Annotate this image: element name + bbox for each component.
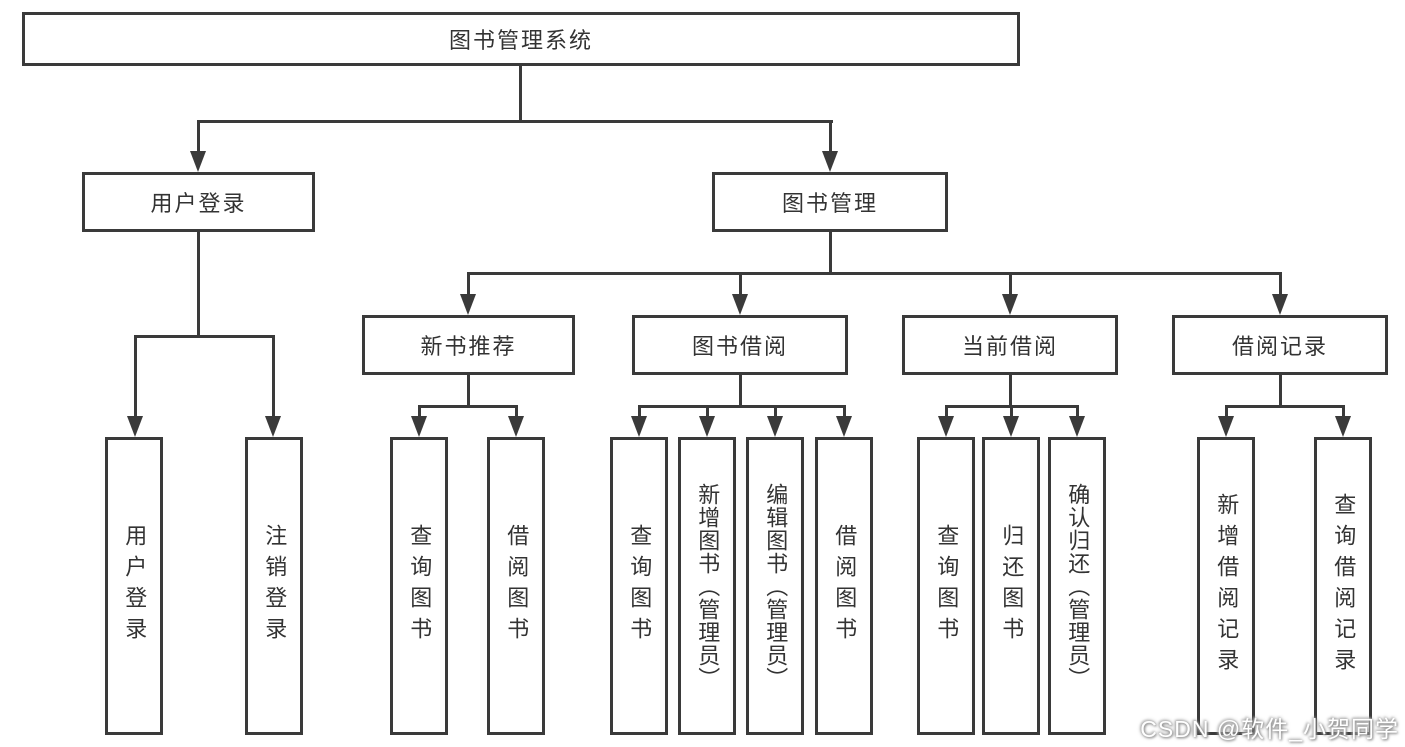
connector-line <box>134 335 275 338</box>
connector-line <box>638 405 846 408</box>
node-label: 借阅记录 <box>1231 334 1328 359</box>
connector-line <box>829 232 832 272</box>
connector-line <box>197 120 200 156</box>
connector-line <box>418 405 421 419</box>
leaf-query-books-1: 查询图书 <box>390 437 448 735</box>
arrow-down-icon <box>1002 294 1018 315</box>
arrow-down-icon <box>190 151 206 172</box>
connector-line <box>467 272 470 298</box>
arrow-down-icon <box>767 416 783 437</box>
connector-line <box>1225 405 1345 408</box>
leaf-edit-book-admin: 编辑图书（管理员） <box>746 437 804 735</box>
connector-line <box>1076 405 1079 419</box>
connector-line <box>418 405 518 408</box>
connector-line <box>272 335 275 419</box>
node-label: 当前借阅 <box>961 334 1058 359</box>
arrow-down-icon <box>460 294 476 315</box>
node-user-login: 用户登录 <box>82 172 315 232</box>
connector-line <box>197 232 200 335</box>
node-borrow-records: 借阅记录 <box>1172 315 1388 375</box>
connector-line <box>1009 375 1012 405</box>
leaf-confirm-return-admin: 确认归还（管理员） <box>1048 437 1106 735</box>
leaf-borrow-books-1: 借阅图书 <box>487 437 545 735</box>
connector-line <box>706 405 709 419</box>
leaf-query-books-2: 查询图书 <box>610 437 668 735</box>
leaf-borrow-books-2: 借阅图书 <box>815 437 873 735</box>
leaf-label: 确认归还（管理员） <box>1065 482 1091 690</box>
arrow-down-icon <box>631 416 647 437</box>
connector-line <box>638 405 641 419</box>
connector-line <box>467 375 470 405</box>
arrow-down-icon <box>508 416 524 437</box>
leaf-label: 借阅图书 <box>832 524 858 648</box>
leaf-user-login: 用户登录 <box>105 437 163 735</box>
leaf-query-books-3: 查询图书 <box>917 437 975 735</box>
leaf-label: 查询图书 <box>627 524 653 648</box>
connector-line <box>945 405 948 419</box>
leaf-label: 注销登录 <box>262 524 288 648</box>
leaf-logout: 注销登录 <box>245 437 303 735</box>
node-root-library-system: 图书管理系统 <box>22 12 1020 66</box>
leaf-label: 编辑图书（管理员） <box>763 482 789 690</box>
arrow-down-icon <box>822 151 838 172</box>
csdn-watermark: CSDN @软件_小贺同学 <box>1140 716 1399 742</box>
connector-line <box>515 405 518 419</box>
connector-line <box>774 405 777 419</box>
connector-line <box>467 272 1281 275</box>
leaf-label: 用户登录 <box>122 524 148 648</box>
arrow-down-icon <box>1003 416 1019 437</box>
node-book-borrow: 图书借阅 <box>632 315 848 375</box>
leaf-add-borrow-record: 新增借阅记录 <box>1197 437 1255 735</box>
arrow-down-icon <box>1069 416 1085 437</box>
node-new-book-recommend: 新书推荐 <box>362 315 575 375</box>
arrow-down-icon <box>938 416 954 437</box>
connector-line <box>1225 405 1228 419</box>
arrow-down-icon <box>1335 416 1351 437</box>
node-label: 图书管理 <box>781 191 878 216</box>
node-label: 图书借阅 <box>691 334 788 359</box>
arrow-down-icon <box>699 416 715 437</box>
leaf-label: 归还图书 <box>999 524 1025 648</box>
connector-line <box>197 120 833 123</box>
connector-line <box>1009 272 1012 298</box>
connector-line <box>739 375 742 405</box>
arrow-down-icon <box>732 294 748 315</box>
connector-line <box>1342 405 1345 419</box>
leaf-add-book-admin: 新增图书（管理员） <box>678 437 736 735</box>
node-label: 用户登录 <box>150 191 247 216</box>
arrow-down-icon <box>411 416 427 437</box>
arrow-down-icon <box>127 416 143 437</box>
leaf-label: 查询图书 <box>934 524 960 648</box>
arrow-down-icon <box>1218 416 1234 437</box>
arrow-down-icon <box>265 416 281 437</box>
leaf-label: 新增借阅记录 <box>1214 493 1240 679</box>
node-label: 图书管理系统 <box>448 28 593 53</box>
leaf-return-books: 归还图书 <box>982 437 1040 735</box>
connector-line <box>739 272 742 298</box>
connector-line <box>1279 375 1282 405</box>
connector-line <box>519 66 522 120</box>
connector-line <box>829 120 832 156</box>
connector-line <box>1279 272 1282 298</box>
node-book-management: 图书管理 <box>712 172 948 232</box>
leaf-label: 查询借阅记录 <box>1331 493 1357 679</box>
node-label: 新书推荐 <box>420 334 517 359</box>
node-current-borrow: 当前借阅 <box>902 315 1118 375</box>
arrow-down-icon <box>836 416 852 437</box>
connector-line <box>1010 405 1013 419</box>
connector-line <box>134 335 137 419</box>
leaf-label: 新增图书（管理员） <box>695 482 721 690</box>
leaf-label: 借阅图书 <box>504 524 530 648</box>
leaf-label: 查询图书 <box>407 524 433 648</box>
connector-line <box>843 405 846 419</box>
leaf-query-borrow-record: 查询借阅记录 <box>1314 437 1372 735</box>
arrow-down-icon <box>1272 294 1288 315</box>
